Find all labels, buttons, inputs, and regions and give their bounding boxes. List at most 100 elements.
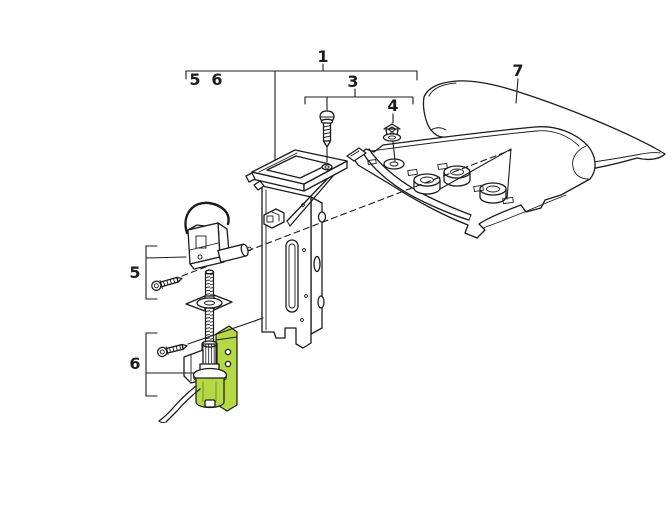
spindle-rod-upper	[204, 271, 215, 297]
screw3-head	[319, 110, 335, 121]
frame-platform-rim-line	[258, 152, 298, 173]
nut4-flange-hole	[387, 135, 397, 140]
part-support-frame	[245, 149, 348, 349]
grommet-outer	[383, 158, 405, 170]
spoiler-left-edge-line	[430, 127, 447, 131]
base-plate-slot-holes	[367, 158, 514, 205]
nut4-leader-bottom	[392, 141, 396, 162]
callout-label-5-top[interactable]: 5	[189, 70, 200, 89]
base-plate-left-tab	[346, 147, 367, 162]
callout-clip-nut: 4	[387, 96, 398, 115]
motor-bracket-hole-2	[224, 360, 232, 368]
callout-label-5-left[interactable]: 5	[129, 263, 140, 282]
plunger-tip	[247, 246, 252, 252]
screw6-body	[156, 343, 188, 358]
part-base-plate	[346, 126, 596, 239]
spindle-rod-cap	[204, 269, 215, 275]
motor-brush-cap	[204, 399, 216, 408]
frame-brace-line-2	[286, 172, 334, 222]
frame-screw-boss	[321, 163, 333, 171]
callout-5-leader	[145, 256, 187, 259]
frame-brace-line-1	[289, 168, 340, 227]
frame-side-knob-lower	[317, 295, 325, 309]
grommet-boss	[383, 158, 405, 170]
cable-tip	[158, 420, 167, 424]
screw3-tip	[322, 140, 332, 148]
screw3-threads	[323, 125, 331, 138]
part-threaded-spindle	[185, 269, 233, 345]
clip-hole	[266, 215, 274, 223]
part-motor-cable	[158, 385, 201, 424]
spindle-rod-lower	[204, 307, 215, 345]
callout-1-bracket	[185, 70, 418, 81]
callout-assembly: 1 5 6	[185, 47, 418, 161]
callout-spoiler: 7	[512, 61, 524, 104]
part-motor-screw	[156, 317, 264, 358]
buffer-3-top	[479, 182, 507, 196]
callout-label-4[interactable]: 4	[387, 96, 398, 115]
frame-side-oval-hole	[313, 255, 321, 273]
screw6-threads	[168, 344, 182, 353]
frame-brace-foot	[286, 220, 291, 227]
base-plate-outline	[353, 126, 596, 239]
spoiler-mounting-leader-lines	[439, 148, 512, 200]
clip-fold-line	[271, 211, 280, 222]
buffer-3-hole	[486, 185, 500, 193]
spindle-flange-hub	[204, 300, 215, 306]
plunger-cap-line	[217, 250, 222, 263]
frame-small-holes	[300, 203, 308, 322]
callout-label-3[interactable]: 3	[347, 72, 358, 91]
part-drive-motor-assembly[interactable]	[183, 325, 238, 412]
frame-switch-clip	[263, 208, 285, 229]
buffer-3	[479, 182, 507, 204]
callout-label-7[interactable]: 7	[512, 61, 523, 80]
part-clip-nut	[382, 113, 402, 162]
screw5-tip	[176, 276, 183, 283]
grommet-inner	[389, 161, 399, 167]
callout-mount-screw: 3	[304, 72, 414, 105]
nut4-flange	[382, 133, 402, 142]
frame-screw-boss-hole	[324, 165, 330, 169]
spindle-flange-collar	[196, 297, 223, 309]
base-plate-arm-end-cap	[468, 214, 472, 221]
callout-5-bracket	[145, 245, 158, 300]
assembly-axis-line	[181, 149, 512, 277]
frame-side-knob	[317, 211, 327, 223]
screw6-leader-line	[187, 317, 264, 345]
callout-label-6-left[interactable]: 6	[129, 354, 140, 373]
base-plate-curved-arm-inner	[368, 148, 472, 216]
nut4-spring-wing-1	[383, 123, 401, 130]
screw6-head-inner	[159, 349, 165, 355]
frame-platform-tab-2	[253, 180, 265, 191]
screw5-head-inner	[153, 283, 159, 289]
base-plate-left-tab-line	[350, 150, 360, 157]
motor-bracket-hole-1	[224, 348, 232, 356]
switch-terminal	[197, 254, 203, 260]
motor-bracket-fold-line	[215, 336, 238, 341]
frame-platform-tab-1	[245, 172, 256, 183]
callout-switch-group: 5	[129, 245, 187, 300]
spoiler-top-inner-line	[428, 82, 457, 97]
cable-strand-2	[165, 388, 201, 423]
cable-strand-1	[158, 385, 197, 422]
callout-label-1[interactable]: 1	[317, 47, 328, 66]
frame-slot-inner	[288, 243, 296, 309]
part-switch-screw	[151, 276, 183, 292]
base-plate-bottom-thickness-line	[482, 194, 567, 229]
buffer-2	[443, 165, 471, 187]
buffer-1	[413, 173, 441, 195]
part-mount-screw	[319, 96, 335, 163]
screw5-threads	[162, 277, 176, 287]
buffer-1-top	[413, 173, 441, 187]
callout-6-bracket	[145, 332, 158, 397]
part-micro-switch	[184, 201, 252, 270]
callout-label-6-top[interactable]: 6	[211, 70, 222, 89]
callout-7-leader	[515, 78, 519, 104]
base-plate-far-edge-line	[370, 130, 580, 152]
base-plate-curved-arm-outer	[362, 152, 470, 221]
switch-wire-loop	[184, 201, 230, 235]
switch-window	[195, 235, 207, 249]
buffer-1-hole	[420, 176, 434, 184]
